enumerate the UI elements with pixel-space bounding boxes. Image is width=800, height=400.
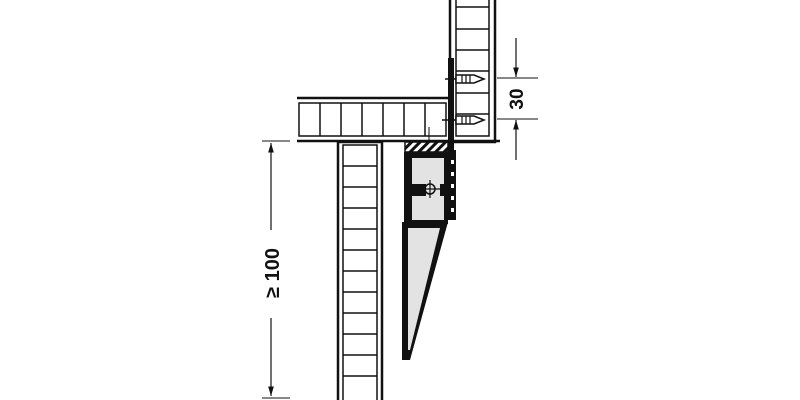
dimension-label-30: 30 [507, 88, 528, 109]
screw-upper [445, 74, 487, 84]
mounting-bracket [402, 141, 456, 360]
dimension-label-100: ≥ 100 [262, 248, 284, 298]
screw-lower [442, 115, 487, 125]
dimension-screw-spacing: 30 [497, 38, 538, 160]
vertical-panel-lower [336, 140, 384, 400]
horizontal-panel [297, 96, 500, 146]
dimension-min-height: ≥ 100 [262, 140, 290, 399]
